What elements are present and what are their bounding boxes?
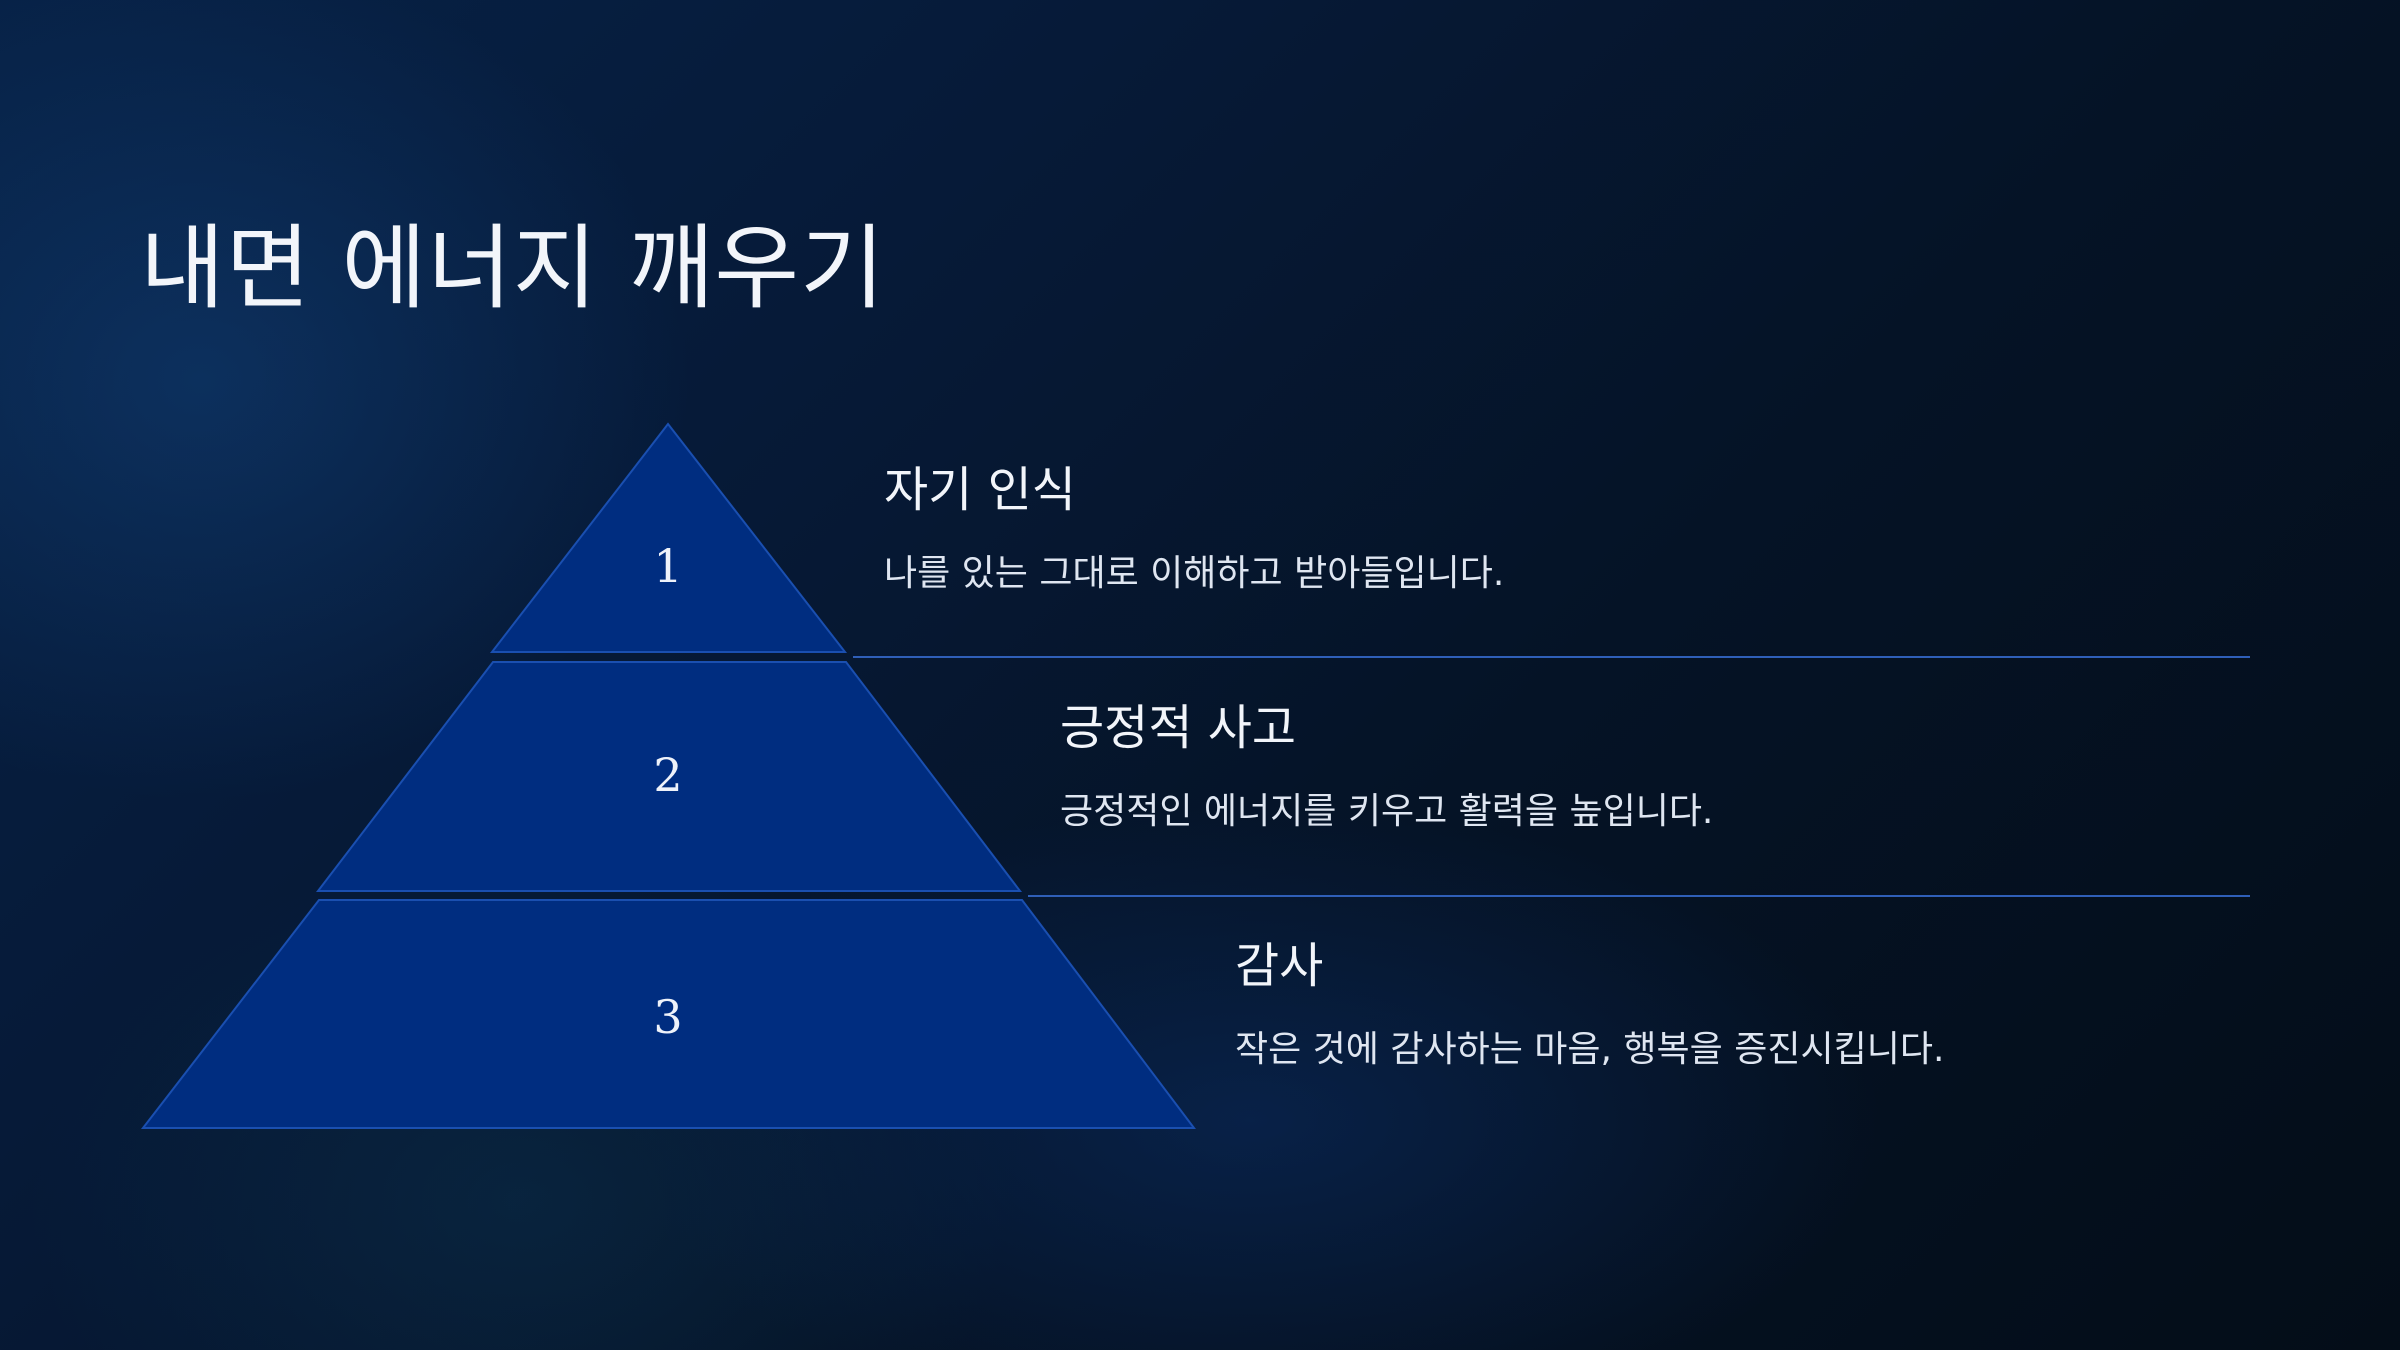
tier-number-1: 1 [653, 539, 682, 593]
slide-title: 내면 에너지 깨우기 [140, 215, 886, 322]
pyramid-tier-2 [315, 661, 1023, 892]
tier-2-description: 긍정적인 에너지를 키우고 활력을 높입니다. [1060, 790, 1714, 832]
tier-2-text: 긍정적 사고 긍정적인 에너지를 키우고 활력을 높입니다. [1060, 700, 1713, 833]
tier-number-3: 3 [653, 990, 682, 1044]
tier-3-text: 감사 작은 것에 감사하는 마음, 행복을 증진시킵니다. [1235, 938, 1944, 1071]
tier-3-heading: 감사 [1235, 938, 1324, 994]
tier-1-heading: 자기 인식 [884, 462, 1076, 518]
tier-number-2: 2 [653, 748, 682, 802]
pyramid-tier-1 [489, 422, 848, 653]
tier-3-description: 작은 것에 감사하는 마음, 행복을 증진시킵니다. [1235, 1028, 1945, 1070]
pyramid-tier-3 [140, 899, 1197, 1129]
tier-2-heading: 긍정적 사고 [1060, 700, 1297, 756]
tier-1-description: 나를 있는 그대로 이해하고 받아들입니다. [884, 552, 1505, 594]
tier-1-text: 자기 인식 나를 있는 그대로 이해하고 받아들입니다. [884, 462, 1504, 595]
